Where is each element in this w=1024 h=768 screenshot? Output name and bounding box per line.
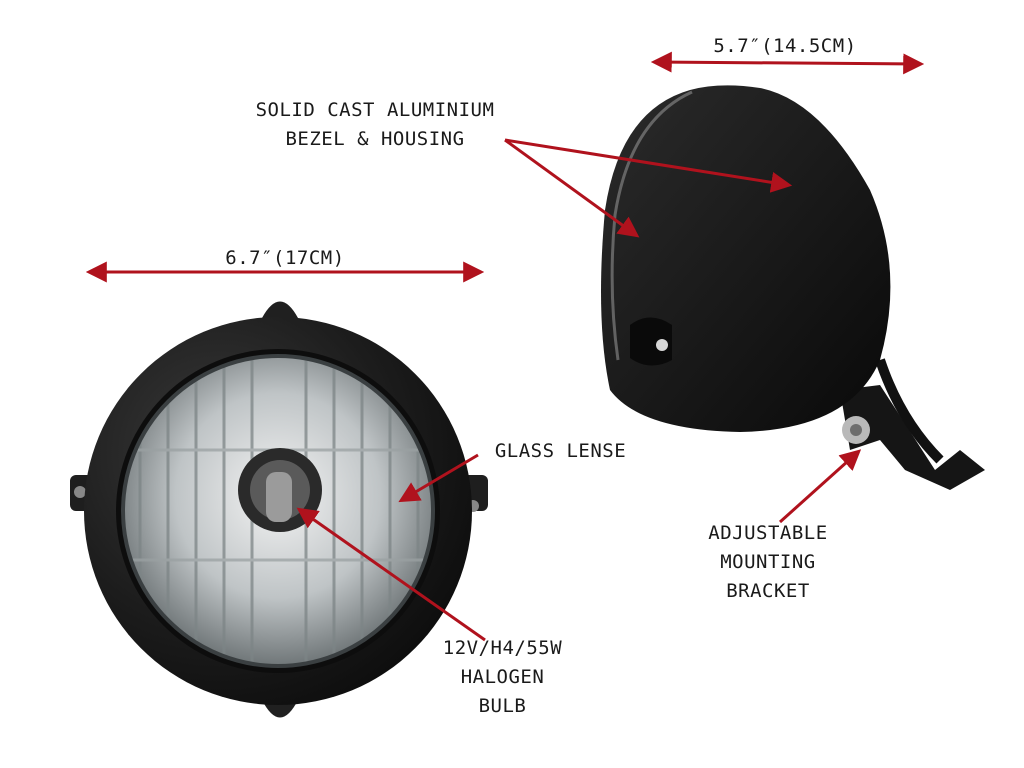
bracket-callout-label: ADJUSTABLE MOUNTING BRACKET [678,519,858,606]
bracket-callout-line1: ADJUSTABLE [708,522,828,544]
depth-dimension-arrow [650,51,925,75]
bracket-callout-arrow [778,449,862,524]
bulb-callout-arrow [296,507,486,642]
bulb-callout-line1: 12V/H4/55W [442,637,563,659]
aluminium-housing [601,85,891,432]
mounting-bracket [840,385,985,490]
lens-callout-line1: GLASS LENSE [494,440,627,462]
diameter-dimension-label: 6.7″(17CM) [225,247,345,269]
left-bolt-icon [74,486,86,498]
bracket-callout-line2: MOUNTING [720,551,816,573]
housing-callout-line1: SOLID CAST ALUMINIUM [255,99,495,121]
housing-callout-arrow-2 [504,138,640,238]
halogen-bulb [266,472,292,522]
bulb-callout-label: 12V/H4/55W HALOGEN BULB [420,634,585,721]
housing-callout-arrow-1 [504,138,793,193]
housing-callout-label: SOLID CAST ALUMINIUM BEZEL & HOUSING [225,96,525,154]
bracket-cable [875,358,944,464]
depth-dimension-label: 5.7″(14.5CM) [713,35,857,57]
lens-callout-label: GLASS LENSE [478,437,643,466]
bracket-callout-line3: BRACKET [726,580,810,602]
housing-vent [630,317,672,366]
housing-callout-line2: BEZEL & HOUSING [285,128,465,150]
bulb-callout-line3: BULB [478,695,527,717]
side-view-headlight [601,85,985,490]
front-view-headlight [70,301,488,718]
lens-callout-arrow [398,453,479,503]
bulb-callout-line2: HALOGEN [460,666,545,688]
